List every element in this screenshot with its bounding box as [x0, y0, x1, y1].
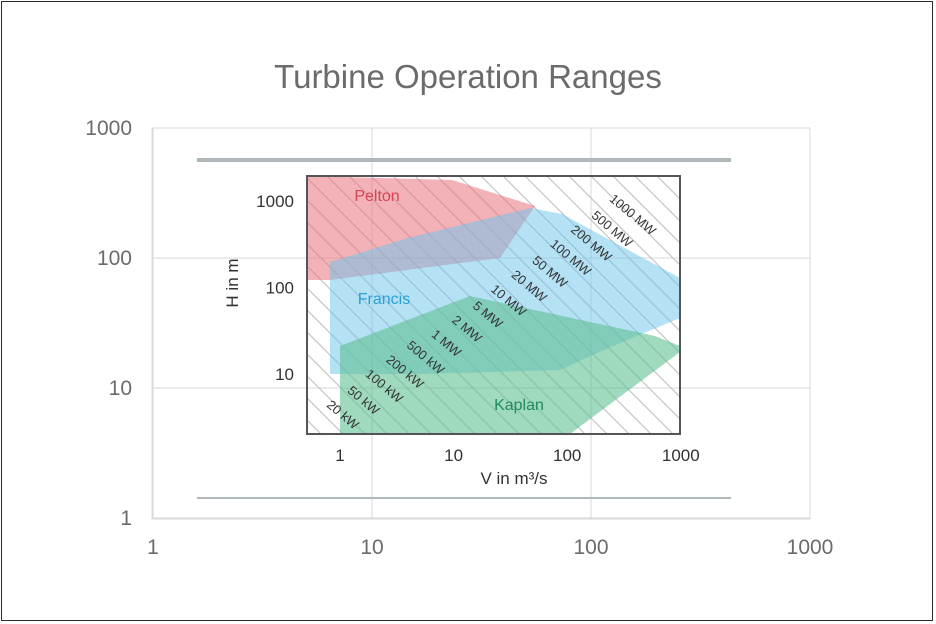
- power-line: [656, 176, 680, 200]
- power-line: [307, 375, 366, 434]
- embedded-x-tick-label: 1: [335, 446, 344, 465]
- outer-ticks: 1 10 100 1000 1 10 100 1000: [85, 117, 833, 559]
- embedded-x-axis-label: V in m³/s: [480, 469, 547, 488]
- region-label-francis: Francis: [358, 291, 410, 308]
- embedded-x-tick-label: 1000: [662, 446, 700, 465]
- y-tick-label: 10: [109, 377, 132, 400]
- power-line: [723, 176, 936, 596]
- power-line: [590, 176, 680, 266]
- power-line: [701, 176, 936, 596]
- x-tick-label: 1000: [787, 536, 834, 559]
- power-line: [678, 176, 680, 178]
- embedded-y-axis-label: H in m: [223, 258, 242, 307]
- embedded-y-tick-label: 1000: [256, 192, 294, 211]
- embedded-axes-box: [306, 175, 681, 435]
- y-tick-label: 100: [97, 247, 132, 270]
- x-tick-label: 100: [573, 536, 608, 559]
- x-tick-label: 10: [360, 536, 383, 559]
- chart-title: Turbine Operation Ranges: [274, 58, 662, 95]
- region-label-pelton: Pelton: [354, 188, 399, 205]
- power-line: [0, 176, 351, 596]
- power-line: [612, 176, 680, 244]
- region-label-kaplan: Kaplan: [494, 397, 544, 414]
- embedded-x-tick-label: 10: [444, 446, 463, 465]
- x-tick-label: 1: [147, 536, 159, 559]
- region-kaplan: [340, 296, 680, 434]
- embedded-y-tick-label: 100: [266, 279, 294, 298]
- embedded-y-tick-label: 10: [275, 365, 294, 384]
- power-line: [568, 176, 680, 288]
- y-tick-label: 1: [120, 507, 132, 530]
- y-tick-label: 1000: [85, 117, 132, 140]
- power-line: [0, 176, 329, 596]
- embedded-ticks: 1 10 100 1000 10 100 1000: [256, 192, 700, 465]
- power-line: [307, 353, 388, 434]
- embedded-x-tick-label: 100: [553, 446, 581, 465]
